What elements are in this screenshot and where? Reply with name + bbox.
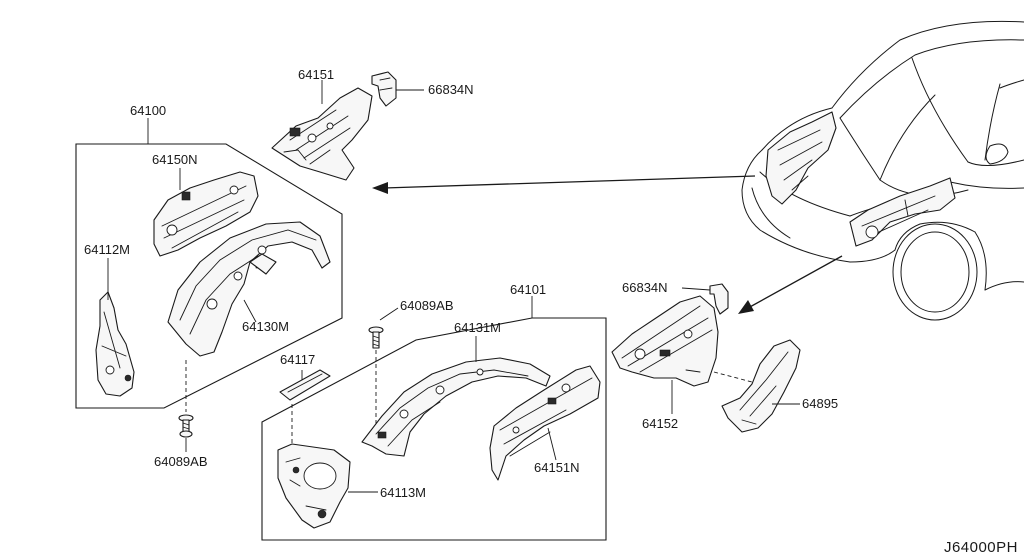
label-66834N-right: 66834N bbox=[622, 280, 668, 295]
label-64113M: 64113M bbox=[380, 485, 426, 500]
label-64131M: 64131M bbox=[454, 320, 501, 335]
label-64112M: 64112M bbox=[84, 242, 130, 257]
label-64151N: 64151N bbox=[534, 460, 580, 475]
diagram-code: J64000PH bbox=[944, 539, 1018, 556]
part-64131M bbox=[361, 357, 551, 457]
part-64113M bbox=[277, 443, 351, 529]
label-64100: 64100 bbox=[130, 103, 166, 118]
label-64152: 64152 bbox=[642, 416, 678, 431]
part-64152 bbox=[611, 295, 719, 387]
part-66834N-top bbox=[371, 71, 397, 107]
bolt-icon bbox=[368, 326, 384, 349]
label-64101: 64101 bbox=[510, 282, 546, 297]
part-64117 bbox=[279, 369, 331, 401]
label-64150N: 64150N bbox=[152, 152, 198, 167]
part-64151 bbox=[271, 87, 373, 181]
label-64130M: 64130M bbox=[242, 319, 289, 334]
bolt-icon bbox=[178, 414, 194, 438]
vehicle-front-outline-icon bbox=[741, 20, 1024, 321]
part-64151N bbox=[489, 365, 601, 481]
part-64130M bbox=[167, 221, 331, 357]
label-64117: 64117 bbox=[280, 352, 315, 367]
label-64089AB-mid: 64089AB bbox=[400, 298, 454, 313]
group-frame-64100 bbox=[75, 143, 343, 409]
part-64112M bbox=[95, 291, 135, 397]
part-66834N-right bbox=[709, 283, 729, 315]
part-64895 bbox=[721, 339, 801, 433]
label-66834N-top: 66834N bbox=[428, 82, 474, 97]
pointer-arrow-icon bbox=[372, 175, 843, 314]
label-64151: 64151 bbox=[298, 67, 334, 82]
part-64150N bbox=[153, 171, 259, 257]
group-frame-64101 bbox=[261, 317, 607, 541]
label-64895: 64895 bbox=[802, 396, 838, 411]
label-64089AB-left: 64089AB bbox=[154, 454, 208, 469]
